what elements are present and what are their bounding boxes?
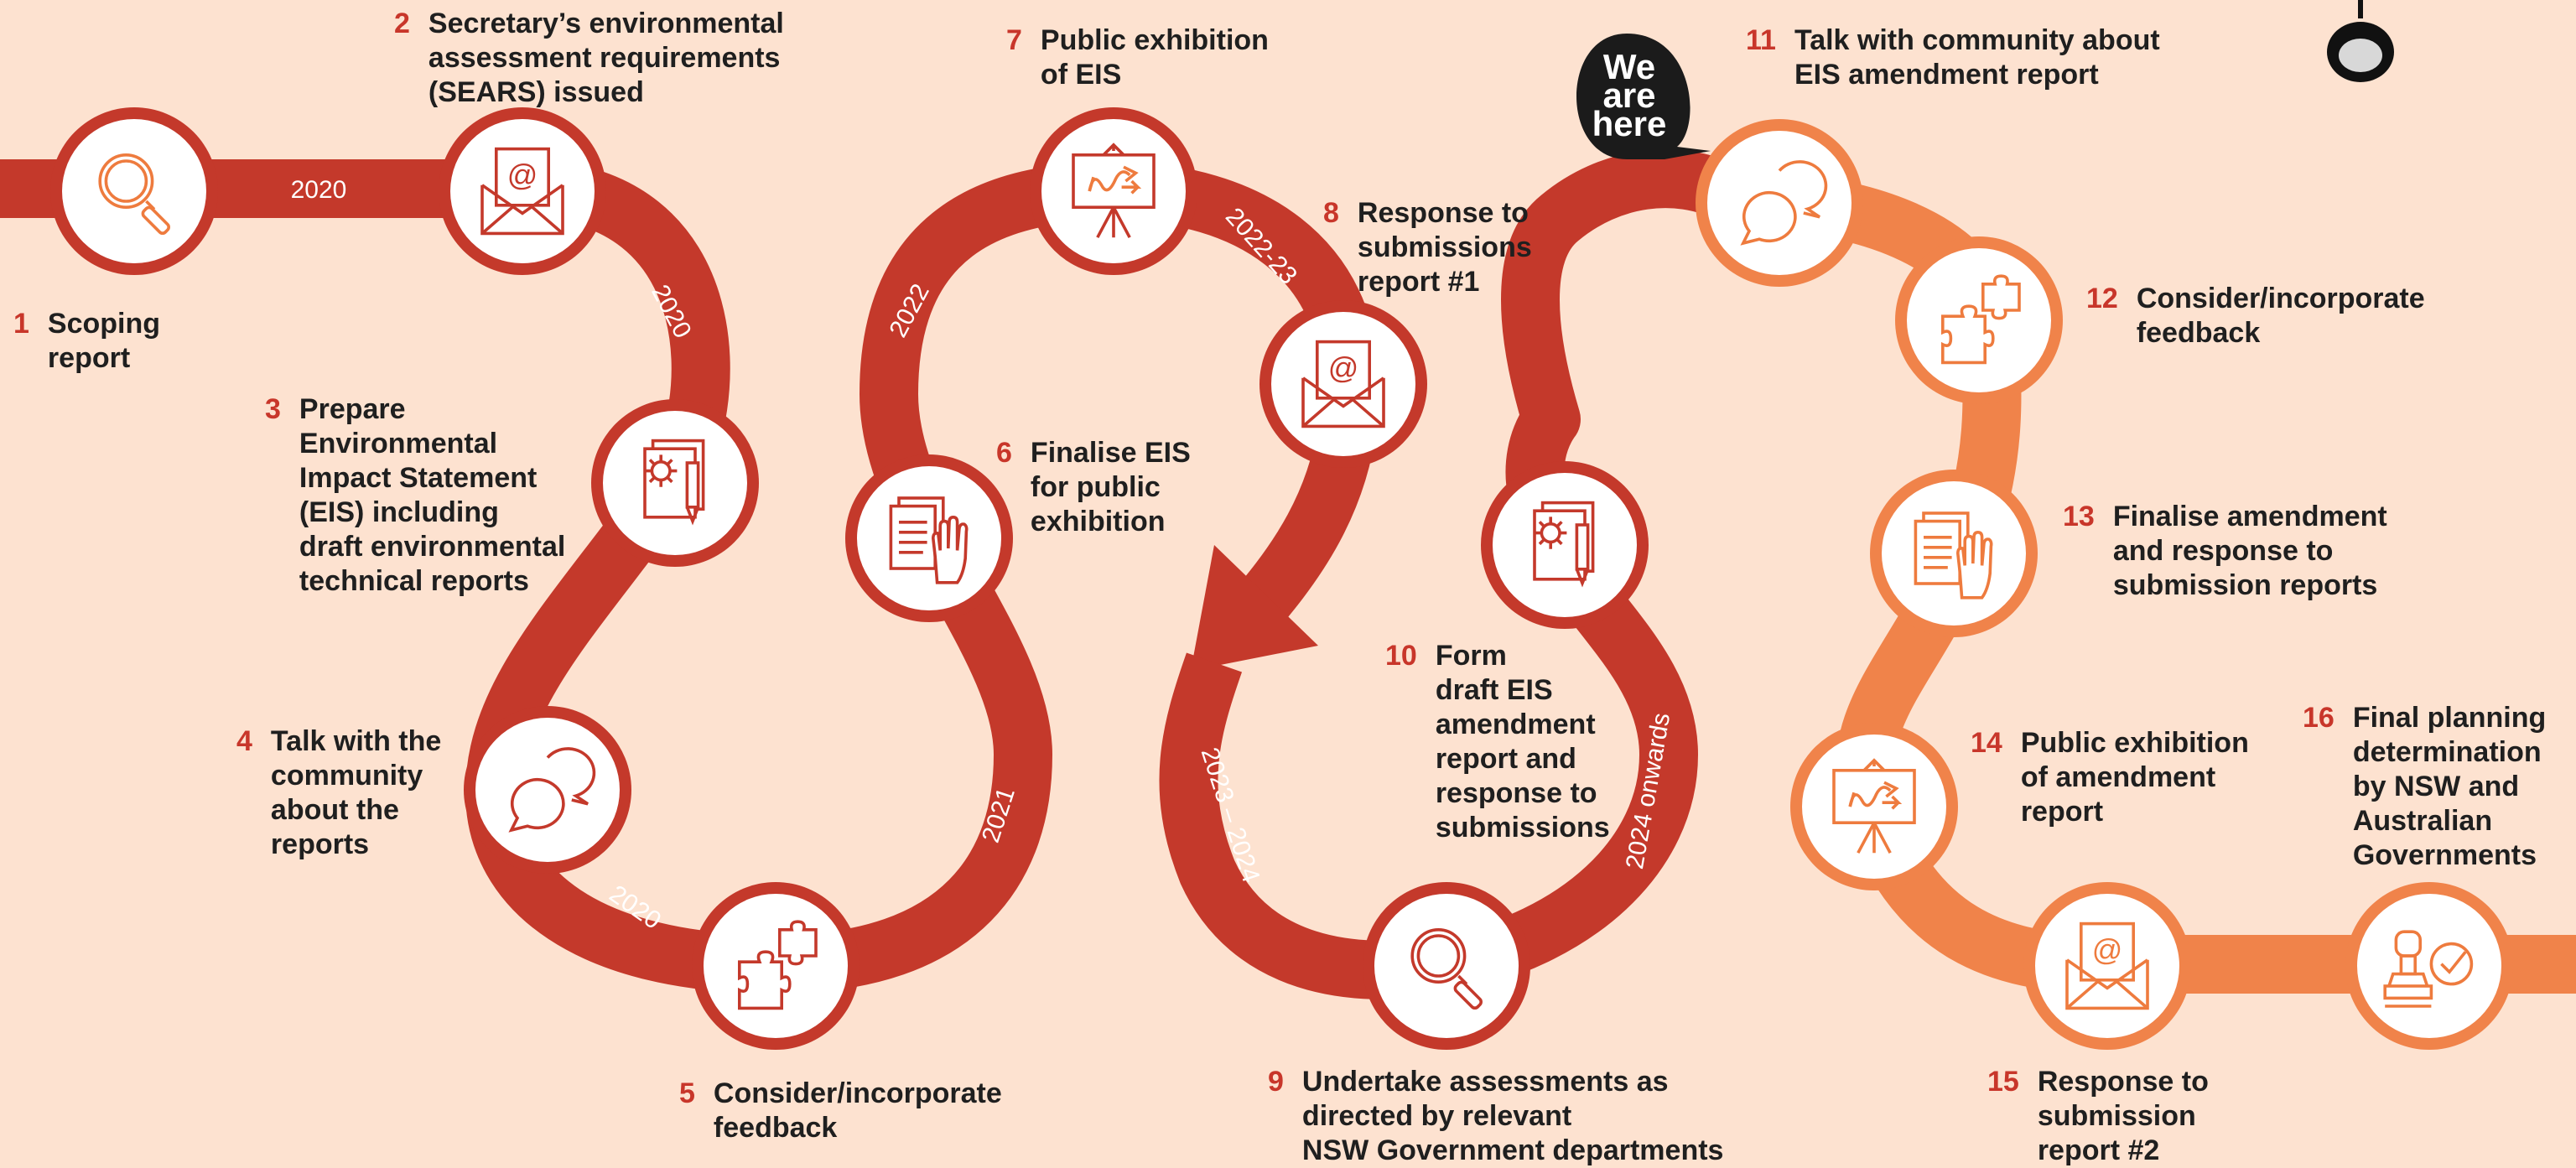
step-text: Undertake assessments as directed by rel… — [1301, 1066, 1724, 1166]
year-label: 2020 — [291, 176, 347, 204]
step-label-6: 6 Finalise EIS for public exhibition — [996, 436, 1191, 539]
we-are-here-line: We — [1603, 47, 1655, 86]
step-label-13: 13 Finalise amendment and response to su… — [2063, 500, 2387, 603]
step-node-4 — [464, 706, 631, 874]
step-text: Response to submission report #2 — [2037, 1066, 2209, 1166]
step-number: 14 — [1971, 727, 2002, 759]
step-number: 12 — [2086, 283, 2118, 314]
step-text: Finalise EIS for public exhibition — [1030, 437, 1191, 537]
step-node-7 — [1030, 107, 1197, 275]
step-node-5 — [692, 882, 860, 1050]
step-number: 10 — [1385, 640, 1417, 672]
step-text: Talk with community about EIS amendment … — [1794, 24, 2160, 91]
track-segment-stage-2 — [1159, 149, 1741, 999]
step-label-14: 14 Public exhibition of amendment report — [1971, 726, 2249, 829]
step-label-9: 9 Undertake assessments as directed by r… — [1268, 1065, 1723, 1168]
step-text: Final planning determination by NSW and … — [2352, 702, 2547, 871]
step-label-7: 7 Public exhibition of EIS — [1006, 23, 1269, 92]
step-label-10: 10 Form draft EIS amendment report and r… — [1385, 639, 1610, 845]
step-number: 16 — [2303, 702, 2334, 734]
step-text: Prepare Environmental Impact Statement (… — [299, 393, 566, 597]
we-are-here-line: are — [1602, 75, 1655, 115]
step-text: Response to submissions report #1 — [1357, 197, 1532, 298]
step-label-11: 11 Talk with community about EIS amendme… — [1746, 23, 2160, 92]
step-number: 9 — [1268, 1066, 1284, 1098]
step-text: Secretary’s environmental assessment req… — [428, 8, 784, 108]
location-pin-icon — [2327, 0, 2394, 82]
document-gear-pencil-icon — [643, 439, 705, 523]
step-number: 13 — [2063, 501, 2095, 532]
step-nodes — [50, 107, 2513, 1050]
step-number: 6 — [996, 437, 1012, 469]
step-node-14 — [1790, 723, 1958, 890]
step-number: 7 — [1006, 24, 1022, 56]
step-text: Public exhibition of EIS — [1040, 24, 1269, 91]
step-text: Public exhibition of amendment report — [2020, 727, 2249, 828]
step-node-3 — [591, 399, 759, 567]
step-node-11 — [1696, 119, 1863, 287]
step-node-15 — [2023, 882, 2191, 1050]
step-text: Consider/incorporate feedback — [713, 1077, 1002, 1144]
step-node-8 — [1259, 300, 1427, 468]
step-number: 5 — [679, 1077, 695, 1109]
step-node-1 — [50, 107, 218, 275]
step-label-1: 1 Scoping report — [13, 307, 160, 376]
step-number: 8 — [1323, 197, 1339, 229]
step-label-8: 8 Response to submissions report #1 — [1323, 196, 1532, 299]
step-node-6 — [845, 454, 1013, 622]
step-label-16: 16 Final planning determination by NSW a… — [2303, 701, 2546, 873]
step-label-5: 5 Consider/incorporate feedback — [679, 1077, 1002, 1145]
step-label-4: 4 Talk with the community about the repo… — [236, 724, 441, 862]
step-number: 4 — [236, 725, 252, 757]
we-are-here-line: here — [1592, 104, 1667, 143]
step-text: Finalise amendment and response to submi… — [2112, 501, 2387, 601]
step-label-15: 15 Response to submission report #2 — [1987, 1065, 2209, 1168]
step-node-12 — [1895, 236, 2063, 404]
step-number: 11 — [1746, 24, 1776, 56]
step-node-10 — [1481, 461, 1649, 629]
step-text: Scoping report — [47, 308, 161, 374]
step-label-3: 3 Prepare Environmental Impact Statement… — [265, 392, 565, 599]
step-node-2 — [439, 107, 606, 275]
step-text: Consider/incorporate feedback — [2136, 283, 2425, 349]
step-label-2: 2 Secretary’s environmental assessment r… — [394, 7, 784, 110]
step-text: Form draft EIS amendment report and resp… — [1435, 640, 1610, 844]
document-gear-pencil-icon — [1533, 501, 1595, 585]
track-arrowhead — [1191, 545, 1318, 671]
step-number: 3 — [265, 393, 281, 425]
step-label-12: 12 Consider/incorporate feedback — [2086, 282, 2425, 350]
step-number: 15 — [1987, 1066, 2019, 1098]
step-node-9 — [1363, 882, 1530, 1050]
step-number: 2 — [394, 8, 410, 39]
step-node-16 — [2345, 882, 2513, 1050]
we-are-here-marker: We are here — [1576, 34, 1711, 159]
step-node-13 — [1870, 470, 2038, 637]
step-text: Talk with the community about the report… — [270, 725, 442, 860]
step-number: 1 — [13, 308, 29, 340]
